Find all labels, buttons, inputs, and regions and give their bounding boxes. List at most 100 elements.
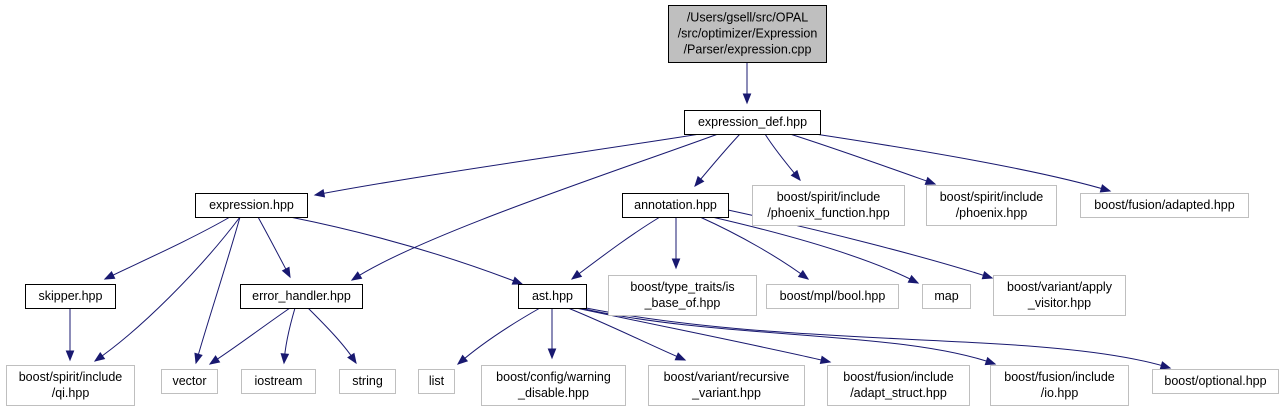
arrowhead bbox=[103, 270, 116, 280]
edge-expression-to-skipper bbox=[103, 216, 231, 280]
node-label-line: /Users/gsell/src/OPAL bbox=[687, 11, 808, 25]
node-label-line: /Parser/expression.cpp bbox=[684, 43, 812, 57]
edge-expression_def-to-expression bbox=[313, 133, 701, 198]
node-label-line: annotation.hpp bbox=[634, 198, 717, 212]
node-expression[interactable]: expression.hpp bbox=[195, 193, 308, 218]
arrowhead bbox=[1159, 361, 1172, 370]
edge-line bbox=[351, 133, 719, 281]
edge-line bbox=[585, 307, 1171, 369]
node-root[interactable]: /Users/gsell/src/OPAL/src/optimizer/Expr… bbox=[668, 5, 827, 63]
node-annotation[interactable]: annotation.hpp bbox=[622, 193, 729, 218]
arrowhead bbox=[194, 352, 203, 365]
edge-expression_def-to-phoenix_function bbox=[764, 133, 801, 182]
node-expression-def[interactable]: expression_def.hpp bbox=[684, 110, 821, 135]
node-box bbox=[339, 369, 396, 394]
node-box bbox=[161, 369, 218, 394]
node-box bbox=[6, 365, 135, 406]
node-box bbox=[926, 185, 1057, 226]
arrowhead bbox=[281, 266, 291, 279]
arrowhead bbox=[790, 169, 801, 182]
node-string: string bbox=[339, 369, 396, 394]
node-box bbox=[993, 275, 1126, 316]
edge-expression-to-vector bbox=[194, 216, 241, 365]
node-box bbox=[648, 365, 805, 406]
edges-layer bbox=[65, 62, 1172, 370]
edge-expression-to-qi bbox=[93, 216, 241, 362]
node-map: map bbox=[922, 284, 971, 309]
edge-ast-to-warning_disable bbox=[547, 308, 557, 360]
arrowhead bbox=[981, 271, 994, 280]
node-label-line: boost/variant/apply bbox=[1007, 280, 1113, 294]
arrowhead bbox=[280, 353, 290, 365]
node-label-line: string bbox=[352, 374, 383, 388]
arrowhead bbox=[93, 351, 106, 362]
node-box bbox=[25, 284, 116, 309]
node-ast[interactable]: ast.hpp bbox=[518, 284, 587, 309]
edge-ast-to-recursive_variant bbox=[567, 307, 687, 361]
node-label-line: _variant.hpp bbox=[691, 386, 761, 400]
node-error-handler[interactable]: error_handler.hpp bbox=[240, 284, 363, 309]
node-label-line: boost/type_traits/is bbox=[630, 280, 734, 294]
node-box bbox=[922, 284, 971, 309]
node-label-line: /src/optimizer/Expression bbox=[678, 27, 818, 41]
node-label-line: _base_of.hpp bbox=[644, 296, 721, 310]
edge-line bbox=[814, 133, 1111, 192]
node-label-line: boost/optional.hpp bbox=[1164, 374, 1266, 388]
node-label-line: /phoenix_function.hpp bbox=[767, 206, 889, 220]
edge-line bbox=[694, 133, 741, 187]
node-box bbox=[668, 5, 827, 63]
edge-ast-to-list bbox=[456, 307, 541, 365]
node-box bbox=[1152, 369, 1279, 394]
node-phoenix: boost/spirit/include/phoenix.hpp bbox=[926, 185, 1057, 226]
node-box bbox=[241, 369, 316, 394]
node-box bbox=[240, 284, 363, 309]
edge-line bbox=[209, 307, 291, 365]
node-phoenix-function: boost/spirit/include/phoenix_function.hp… bbox=[752, 185, 905, 226]
edge-line bbox=[289, 216, 523, 285]
edge-error_handler-to-vector bbox=[208, 307, 291, 365]
edge-line bbox=[195, 216, 241, 364]
node-label-line: /phoenix.hpp bbox=[956, 206, 1028, 220]
edge-line bbox=[575, 307, 831, 363]
node-label-line: boost/config/warning bbox=[496, 370, 611, 384]
node-is-base-of: boost/type_traits/is _base_of.hpp bbox=[608, 275, 757, 316]
arrowhead bbox=[671, 258, 681, 270]
edge-line bbox=[579, 307, 996, 365]
arrowhead bbox=[65, 350, 75, 362]
node-label-line: /qi.hpp bbox=[52, 386, 90, 400]
node-label-line: _disable.hpp bbox=[517, 386, 589, 400]
node-box bbox=[518, 284, 587, 309]
node-box bbox=[418, 369, 455, 394]
node-iostream: iostream bbox=[241, 369, 316, 394]
node-box bbox=[608, 275, 757, 316]
arrowhead bbox=[347, 352, 357, 365]
node-label-line: list bbox=[429, 374, 445, 388]
node-box bbox=[766, 284, 899, 309]
node-label-line: _visitor.hpp bbox=[1027, 296, 1091, 310]
edge-annotation-to-ast bbox=[570, 216, 661, 280]
node-qi: boost/spirit/include/qi.hpp bbox=[6, 365, 135, 406]
edge-line bbox=[104, 216, 231, 280]
edge-expression_def-to-fusion_adapted bbox=[814, 133, 1112, 193]
node-skipper[interactable]: skipper.hpp bbox=[25, 284, 116, 309]
edge-expression_def-to-phoenix bbox=[789, 133, 937, 185]
edge-line bbox=[571, 216, 661, 280]
node-warning-disable: boost/config/warning _disable.hpp bbox=[481, 365, 626, 406]
arrowhead bbox=[456, 354, 469, 365]
node-box bbox=[622, 193, 729, 218]
arrowhead bbox=[208, 355, 221, 365]
arrowhead bbox=[924, 176, 937, 185]
node-label-line: boost/fusion/adapted.hpp bbox=[1094, 198, 1234, 212]
node-box bbox=[990, 365, 1129, 406]
edge-ast-to-fusion_io bbox=[579, 307, 997, 366]
node-label-line: ast.hpp bbox=[532, 289, 573, 303]
node-label-line: iostream bbox=[255, 374, 303, 388]
node-mpl-bool: boost/mpl/bool.hpp bbox=[766, 284, 899, 309]
arrowhead bbox=[570, 269, 583, 280]
edge-error_handler-to-iostream bbox=[280, 307, 296, 365]
node-box bbox=[684, 110, 821, 135]
edge-expression-to-error_handler bbox=[257, 216, 291, 279]
node-apply-visitor: boost/variant/apply _visitor.hpp bbox=[993, 275, 1126, 316]
node-label-line: /adapt_struct.hpp bbox=[850, 386, 947, 400]
